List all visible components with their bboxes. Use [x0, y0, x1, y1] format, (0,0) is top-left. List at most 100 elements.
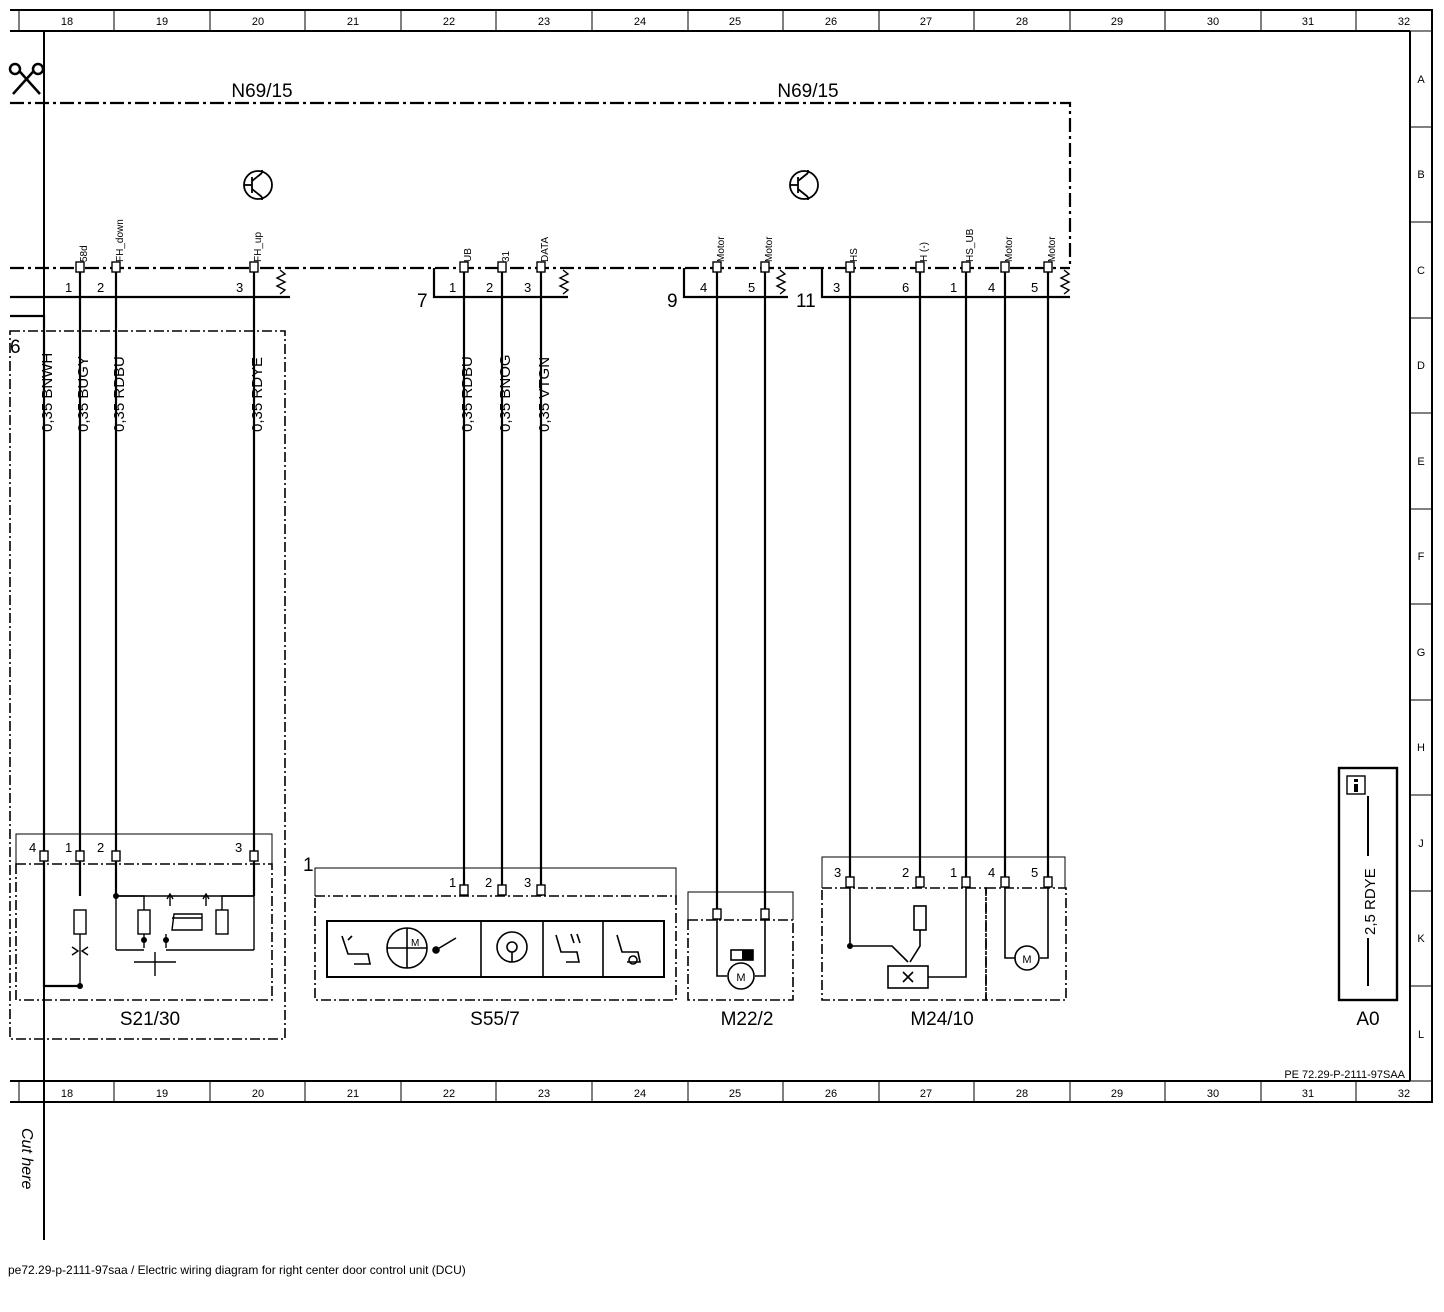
col-label-top: 23	[538, 16, 550, 28]
row-label: J	[1418, 838, 1424, 850]
col-label-top: 26	[825, 16, 837, 28]
wire-label: 0,35 BNWH	[39, 353, 56, 432]
pin-number: 1	[950, 280, 957, 295]
signal-name: Motor	[764, 236, 775, 262]
shield-icon	[275, 269, 1071, 295]
col-label-bottom: 25	[729, 1088, 741, 1100]
col-label-top: 30	[1207, 16, 1219, 28]
row-ticks	[1410, 126, 1432, 987]
col-label-bottom: 27	[920, 1088, 932, 1100]
col-label-bottom: 31	[1302, 1088, 1314, 1100]
pin-number: 3	[833, 280, 840, 295]
a0-wire-label: 2,5 RDYE	[1362, 868, 1379, 935]
pin-number: 3	[524, 280, 531, 295]
row-label: H	[1417, 742, 1425, 754]
pin-number: 5	[1031, 280, 1038, 295]
row-label: C	[1417, 265, 1425, 277]
m2410-fan-body	[985, 887, 1067, 1001]
motor-m-label: M	[1022, 954, 1031, 966]
pin-number: 3	[235, 840, 242, 855]
col-label-bottom: 32	[1398, 1088, 1410, 1100]
figure-caption: pe72.29-p-2111-97saa / Electric wiring d…	[8, 1263, 466, 1277]
row-label: D	[1417, 360, 1425, 372]
pin-number: 3	[236, 280, 243, 295]
component-label-s2130: S21/30	[120, 1009, 180, 1030]
col-label-bottom: 26	[825, 1088, 837, 1100]
row-label: E	[1417, 456, 1424, 468]
s2130-harness-outline	[9, 330, 286, 1040]
switch-lever-icon	[435, 937, 457, 951]
pin-number: 5	[748, 280, 755, 295]
wire-label: 0,35 RDBU	[111, 356, 128, 432]
wire-label: 0,35 BNOG	[497, 354, 514, 432]
pin-number: 1	[950, 865, 957, 880]
row-label: K	[1417, 933, 1425, 945]
seat-icon	[341, 935, 371, 965]
col-label-bottom: 30	[1207, 1088, 1219, 1100]
a0-info-box	[1337, 766, 1399, 1002]
connector-housing-7	[432, 268, 568, 299]
m2410-connector	[821, 856, 1066, 888]
m2410-heater-body	[821, 887, 987, 1001]
wire-label: 0,35 RDYE	[249, 357, 266, 432]
info-icon	[1346, 775, 1366, 795]
col-label-top: 18	[61, 16, 73, 28]
signal-name: 58d	[79, 245, 90, 262]
signal-name: Motor	[1047, 236, 1058, 262]
module-label-right: N69/15	[777, 81, 838, 102]
col-label-bottom: 29	[1111, 1088, 1123, 1100]
motor-m-label: M	[736, 972, 745, 984]
pin-number: 4	[988, 865, 995, 880]
s557-connector	[314, 867, 677, 896]
signal-name: FH_up	[253, 232, 264, 262]
col-label-top: 22	[443, 16, 455, 28]
pin-terminals-s2130	[39, 850, 259, 862]
col-label-top: 27	[920, 16, 932, 28]
pin-terminals-m222	[712, 908, 770, 920]
col-label-top: 20	[252, 16, 264, 28]
connector-housing-11	[820, 268, 1070, 299]
col-label-top: 32	[1398, 16, 1410, 28]
col-label-bottom: 20	[252, 1088, 264, 1100]
pin-number: 1	[449, 280, 456, 295]
row-label: A	[1417, 74, 1425, 86]
pin-terminals-m2410	[845, 876, 1053, 888]
pin-number: 1	[65, 840, 72, 855]
wire-label: 0,35 BUGY	[75, 356, 92, 432]
pin-number: 1	[449, 875, 456, 890]
connector-label: 11	[796, 291, 816, 312]
transistor-icon	[243, 170, 273, 200]
memory-m-label: M	[411, 938, 419, 949]
col-label-bottom: 22	[443, 1088, 455, 1100]
seat-heating-icon	[555, 933, 581, 963]
col-label-top: 21	[347, 16, 359, 28]
signal-name: UB	[463, 248, 474, 262]
col-label-top: 25	[729, 16, 741, 28]
col-label-bottom: 21	[347, 1088, 359, 1100]
pin-number: 2	[485, 875, 492, 890]
pin-number: 2	[486, 280, 493, 295]
s557-body	[314, 895, 677, 1001]
fan-motor-icon	[1014, 945, 1040, 971]
module-n6915-outline	[10, 101, 1072, 268]
signal-name: HS	[849, 248, 860, 262]
signal-name: 31	[501, 250, 512, 262]
col-label-top: 24	[634, 16, 646, 28]
row-label: F	[1418, 551, 1425, 563]
wires	[10, 268, 1050, 988]
transistor-icon	[789, 170, 819, 200]
column-ticks	[18, 10, 1357, 1102]
connector-housing-9	[682, 268, 788, 299]
col-label-bottom: 28	[1016, 1088, 1028, 1100]
pin-number: 2	[902, 865, 909, 880]
pin-number: 4	[988, 280, 995, 295]
wire-label: 0,35 VTGN	[536, 357, 553, 432]
signal-name: HS_UB	[965, 228, 976, 262]
signal-name: DATA	[540, 236, 551, 262]
frame-border	[10, 9, 1433, 1103]
pin-number: 4	[29, 840, 36, 855]
pin-number: 2	[97, 280, 104, 295]
pin-number: 5	[1031, 865, 1038, 880]
component-label-a0: A0	[1356, 1009, 1379, 1030]
col-label-top: 29	[1111, 16, 1123, 28]
